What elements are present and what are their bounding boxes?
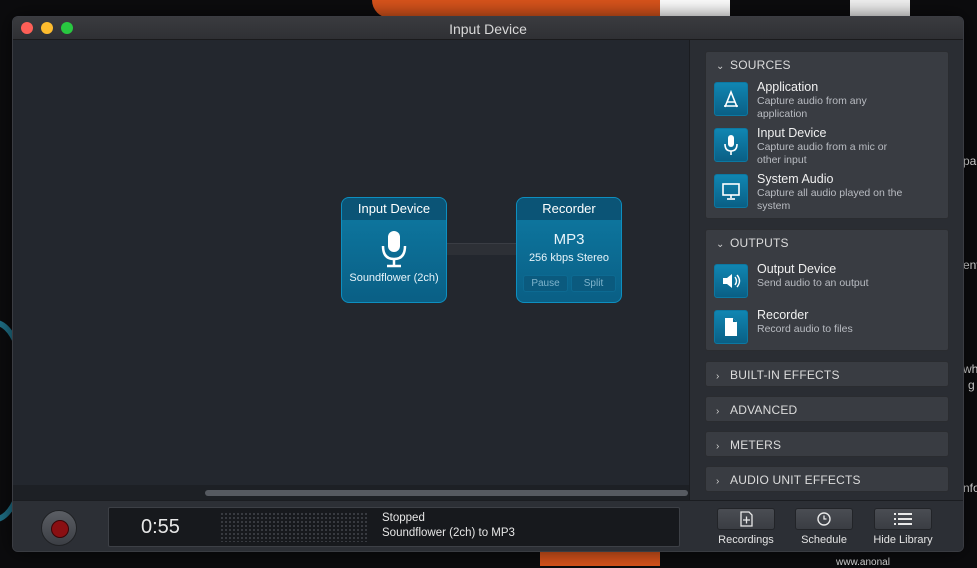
chevron-right-icon: › <box>716 441 720 452</box>
chevron-right-icon: › <box>716 406 720 417</box>
zoom-button[interactable] <box>61 22 73 34</box>
app-window: Input Device Input Device Soundflower (2… <box>12 16 964 552</box>
node-connector <box>446 243 516 255</box>
item-title: Output Device <box>757 262 837 276</box>
list-icon <box>874 508 932 530</box>
desktop-text: www.anonal <box>836 557 890 568</box>
section-header[interactable]: › METERS <box>716 438 781 452</box>
item-description: Capture all audio played on the system <box>757 187 903 212</box>
item-description: Capture audio from a mic or other input <box>757 141 888 166</box>
section-header[interactable]: › AUDIO UNIT EFFECTS <box>716 473 861 487</box>
chevron-down-icon: ⌄ <box>716 239 725 250</box>
node-title: Recorder <box>517 198 621 220</box>
section-header[interactable]: › BUILT-IN EFFECTS <box>716 368 840 382</box>
horizontal-scrollbar[interactable] <box>13 485 689 500</box>
level-meter <box>220 512 368 542</box>
minimize-button[interactable] <box>41 22 53 34</box>
desktop-text: env <box>963 258 977 272</box>
input-device-node[interactable]: Input Device Soundflower (2ch) <box>341 197 447 303</box>
bottom-toolbar: 0:55 Stopped Soundflower (2ch) to MP3 Re… <box>13 500 963 551</box>
file-icon <box>714 310 748 344</box>
desktop-text: g <box>968 378 975 392</box>
outputs-header[interactable]: ⌄ OUTPUTS <box>716 236 789 250</box>
outputs-section: ⌄ OUTPUTS Output Device Send audio to an … <box>705 229 949 351</box>
pipeline-canvas[interactable]: Input Device Soundflower (2ch) Recorder … <box>13 40 689 485</box>
desktop-background-shape <box>540 550 660 566</box>
desktop-text: nfo <box>963 481 977 495</box>
library-panel: ⌄ SOURCES Application Capture audio from … <box>689 40 963 500</box>
section-title: METERS <box>730 438 782 452</box>
item-description: Send audio to an output <box>757 277 869 289</box>
speaker-icon <box>714 264 748 298</box>
status-detail: Soundflower (2ch) to MP3 <box>382 527 515 539</box>
output-item-recorder[interactable]: Recorder Record audio to files <box>714 307 944 349</box>
item-description: Record audio to files <box>757 323 853 335</box>
source-item-system-audio[interactable]: System Audio Capture all audio played on… <box>714 171 944 213</box>
clock-icon <box>795 508 853 530</box>
recorder-quality: 256 kbps Stereo <box>528 252 610 264</box>
status-display: 0:55 Stopped Soundflower (2ch) to MP3 <box>108 507 680 547</box>
scrollbar-thumb[interactable] <box>205 490 688 496</box>
item-title: Application <box>757 80 819 94</box>
hide-library-button[interactable]: Hide Library <box>863 508 943 546</box>
recordings-button[interactable]: Recordings <box>706 508 786 546</box>
section-title: AUDIO UNIT EFFECTS <box>730 473 861 487</box>
elapsed-time: 0:55 <box>141 516 180 538</box>
chevron-down-icon: ⌄ <box>716 61 725 72</box>
status-text: Stopped <box>382 512 425 524</box>
split-button[interactable]: Split <box>571 275 616 292</box>
item-title: System Audio <box>757 172 834 186</box>
output-item-output-device[interactable]: Output Device Send audio to an output <box>714 261 944 303</box>
built-in-effects-section[interactable]: › BUILT-IN EFFECTS <box>705 361 949 387</box>
desktop-background-shape <box>660 0 730 18</box>
recordings-icon <box>717 508 775 530</box>
application-icon <box>714 82 748 116</box>
record-icon <box>51 520 69 538</box>
schedule-label: Schedule <box>801 534 847 546</box>
recorder-format: MP3 <box>553 231 585 248</box>
monitor-icon <box>714 174 748 208</box>
section-title: BUILT-IN EFFECTS <box>730 368 840 382</box>
desktop-text: whi <box>963 362 977 376</box>
desktop-text: pa <box>963 154 977 168</box>
source-item-input-device[interactable]: Input Device Capture audio from a mic or… <box>714 125 944 167</box>
advanced-section[interactable]: › ADVANCED <box>705 396 949 422</box>
desktop-background-shape <box>372 0 672 18</box>
input-device-name: Soundflower (2ch) <box>349 272 439 284</box>
chevron-right-icon: › <box>716 476 720 487</box>
section-title: SOURCES <box>730 58 791 72</box>
meters-section[interactable]: › METERS <box>705 431 949 457</box>
chevron-right-icon: › <box>716 371 720 382</box>
section-title: ADVANCED <box>730 403 798 417</box>
source-item-application[interactable]: Application Capture audio from any appli… <box>714 79 944 121</box>
item-description: Capture audio from any application <box>757 95 867 120</box>
pause-button[interactable]: Pause <box>523 275 568 292</box>
microphone-icon <box>381 231 407 268</box>
section-header[interactable]: › ADVANCED <box>716 403 797 417</box>
schedule-button[interactable]: Schedule <box>784 508 864 546</box>
window-title: Input Device <box>449 21 527 37</box>
node-title: Input Device <box>342 198 446 220</box>
microphone-icon <box>714 128 748 162</box>
desktop-background-shape <box>850 0 910 18</box>
close-button[interactable] <box>21 22 33 34</box>
item-title: Recorder <box>757 308 809 322</box>
sources-section: ⌄ SOURCES Application Capture audio from … <box>705 51 949 219</box>
sources-header[interactable]: ⌄ SOURCES <box>716 58 791 72</box>
title-bar[interactable]: Input Device <box>13 17 963 40</box>
item-title: Input Device <box>757 126 827 140</box>
hide-library-label: Hide Library <box>873 534 933 546</box>
section-title: OUTPUTS <box>730 236 789 250</box>
recordings-label: Recordings <box>718 534 774 546</box>
record-button[interactable] <box>41 510 77 546</box>
recorder-node[interactable]: Recorder MP3 256 kbps Stereo Pause Split <box>516 197 622 303</box>
audio-unit-effects-section[interactable]: › AUDIO UNIT EFFECTS <box>705 466 949 492</box>
